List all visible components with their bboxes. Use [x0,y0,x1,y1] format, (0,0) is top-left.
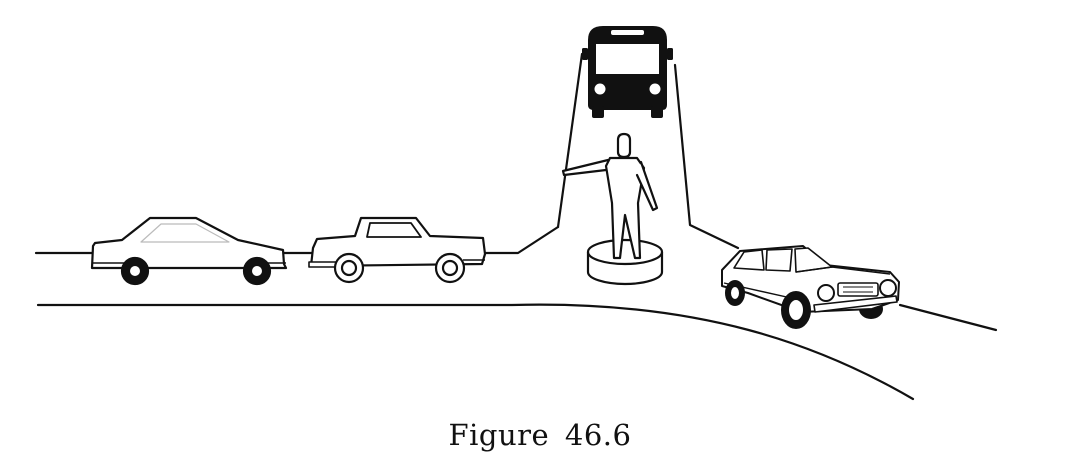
car-icon [308,216,487,284]
road-bottom-edge [36,303,915,401]
car-icon [90,216,288,286]
vertical-road-right-edge [673,63,740,250]
pedestal-icon [586,238,664,286]
bus-icon [582,26,673,118]
figure-caption: Figure 46.6 [448,418,632,452]
road-right-edge [898,303,998,332]
road-top-edge-right [484,225,560,255]
vertical-road-left-edge [556,52,584,229]
road [34,52,998,401]
traffic-officer-icon [561,132,659,260]
car-icon [721,245,900,329]
